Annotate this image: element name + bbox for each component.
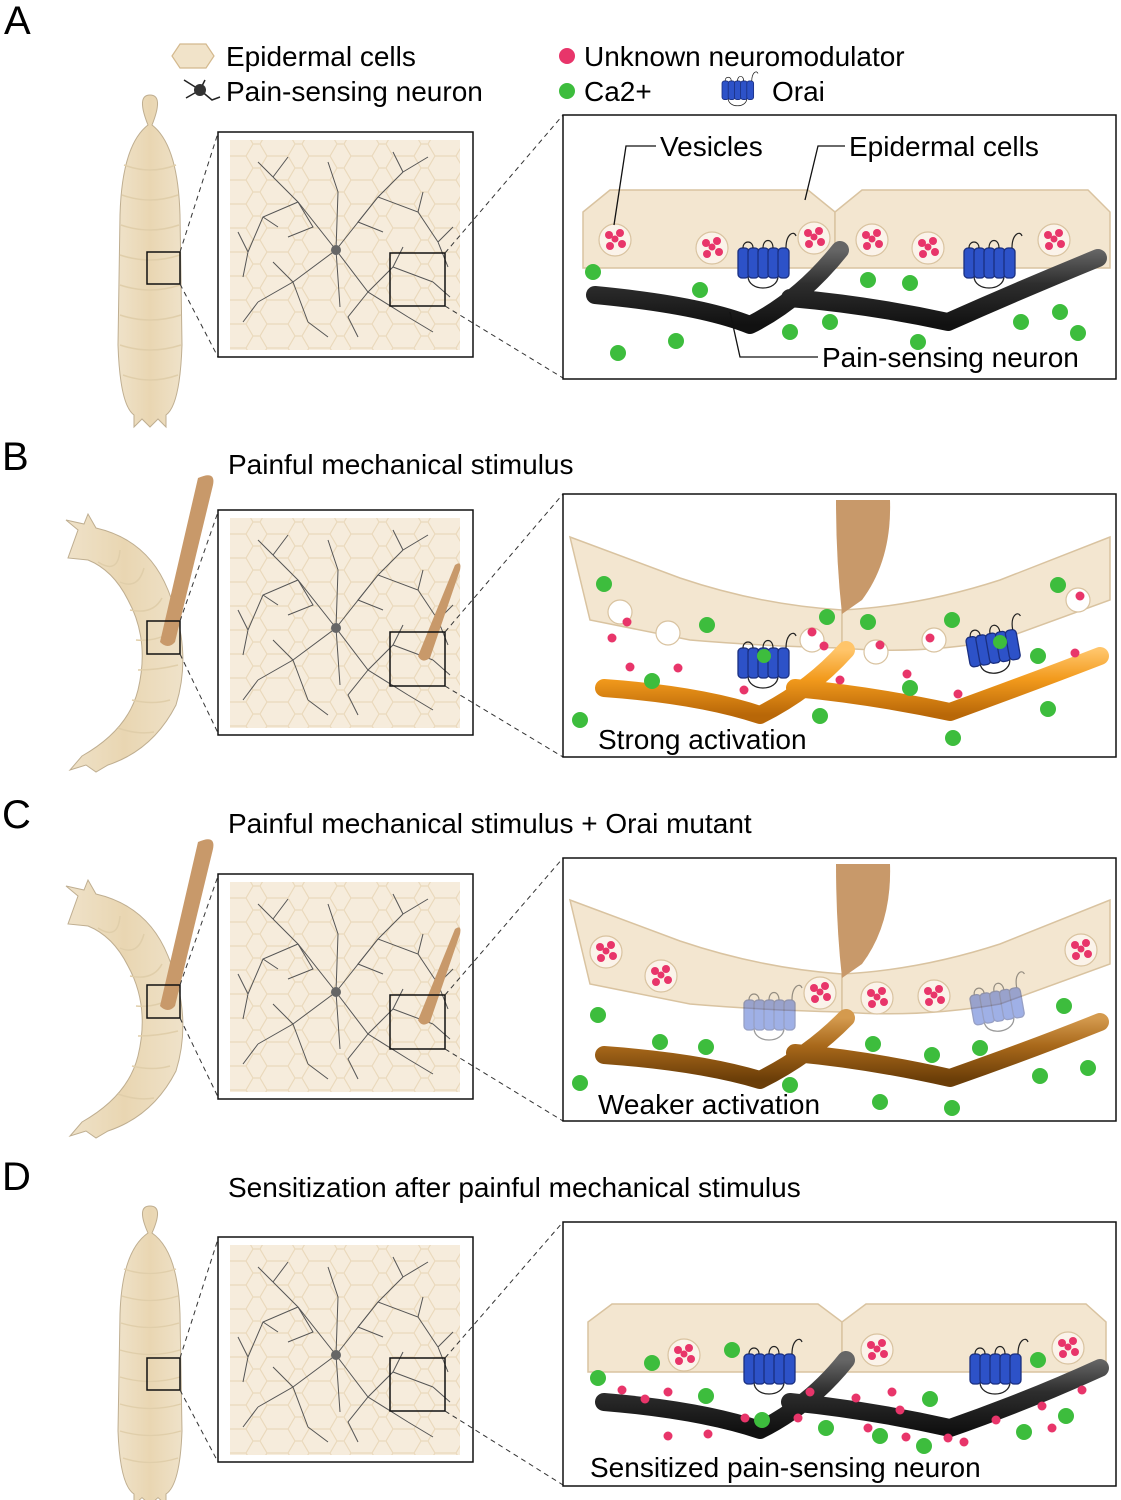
- sensitized-pain-neuron: [595, 1351, 1109, 1439]
- legend-neuromodulator-label: Unknown neuromodulator: [584, 41, 905, 72]
- neuromodulators: [607, 591, 1085, 699]
- epidermal-cell: [841, 898, 1111, 1015]
- panel-letter-a: A: [4, 0, 31, 43]
- legend: Epidermal cells Pain-sensing neuron Unkn…: [171, 41, 905, 107]
- mechanical-probe: [836, 500, 891, 614]
- calcium-ions: [590, 1342, 1074, 1454]
- panel-d-caption: Sensitized pain-sensing neuron: [590, 1452, 981, 1483]
- callout-epidermal-cells: Epidermal cells: [849, 131, 1039, 162]
- legend-calcium-label: Ca2+: [584, 76, 652, 107]
- vesicle: [860, 1333, 894, 1367]
- epidermal-cell: [587, 1303, 843, 1373]
- calcium-ions: [572, 576, 1066, 746]
- neuron-tree-inset: [217, 1236, 474, 1463]
- legend-orai-label: Orai: [772, 76, 825, 107]
- vesicle: [1051, 1331, 1085, 1365]
- neuromodulators: [617, 1385, 1087, 1447]
- panel-b: B Painful mechanical stimulus: [2, 435, 1117, 773]
- mechanical-probe: [160, 475, 214, 646]
- callout-pain-neuron: Pain-sensing neuron: [822, 342, 1079, 373]
- mechanical-probe: [160, 839, 214, 1010]
- vesicle: [1037, 223, 1071, 257]
- calcium-ions: [585, 264, 1086, 361]
- panel-b-title: Painful mechanical stimulus: [228, 449, 574, 480]
- orai-icon: [721, 71, 759, 107]
- vesicle: [860, 981, 894, 1015]
- panel-letter-c: C: [2, 793, 31, 837]
- panel-b-caption: Strong activation: [598, 724, 807, 755]
- larva-icon: [117, 94, 183, 428]
- vesicle: [917, 979, 951, 1013]
- mechanical-probe: [836, 864, 891, 978]
- neuron-icon: [183, 79, 221, 101]
- neuromodulator-icon: [559, 48, 575, 64]
- vesicle: [598, 223, 632, 257]
- panel-c-title: Painful mechanical stimulus + Orai mutan…: [228, 808, 752, 839]
- calcium-ions: [572, 998, 1096, 1116]
- zoom-box: [146, 1357, 181, 1391]
- vesicle: [911, 231, 945, 265]
- zoom-box: [146, 251, 181, 285]
- vesicle: [695, 231, 729, 265]
- panel-c-caption: Weaker activation: [598, 1089, 820, 1120]
- vesicle: [797, 221, 831, 255]
- vesicle: [1064, 933, 1098, 967]
- panel-a: A Vesicles Epidermal cells Pain-: [4, 0, 1117, 428]
- panel-letter-d: D: [2, 1155, 31, 1199]
- panel-d: D Sensitization after painful mechanical…: [2, 1155, 1117, 1500]
- panel-c: C Painful mechanical stimulus + Orai mut…: [2, 793, 1117, 1139]
- vesicle: [644, 959, 678, 993]
- panel-d-title: Sensitization after painful mechanical s…: [228, 1172, 801, 1203]
- neuron-tree-inset: [217, 131, 474, 358]
- vesicle: [855, 223, 889, 257]
- epidermal-cell-icon: [171, 43, 215, 69]
- larva-icon: [117, 1205, 183, 1500]
- weakly-activated-pain-neuron: [595, 1009, 1109, 1089]
- activated-pain-neuron: [595, 641, 1109, 724]
- pain-neuron: [586, 241, 1107, 334]
- vesicle: [667, 1338, 701, 1372]
- calcium-icon: [559, 83, 575, 99]
- panel-letter-b: B: [2, 435, 29, 479]
- vesicle: [803, 976, 837, 1010]
- vesicle: [589, 935, 623, 969]
- legend-epidermal-label: Epidermal cells: [226, 41, 416, 72]
- legend-neuron-label: Pain-sensing neuron: [226, 76, 483, 107]
- callout-vesicles: Vesicles: [660, 131, 763, 162]
